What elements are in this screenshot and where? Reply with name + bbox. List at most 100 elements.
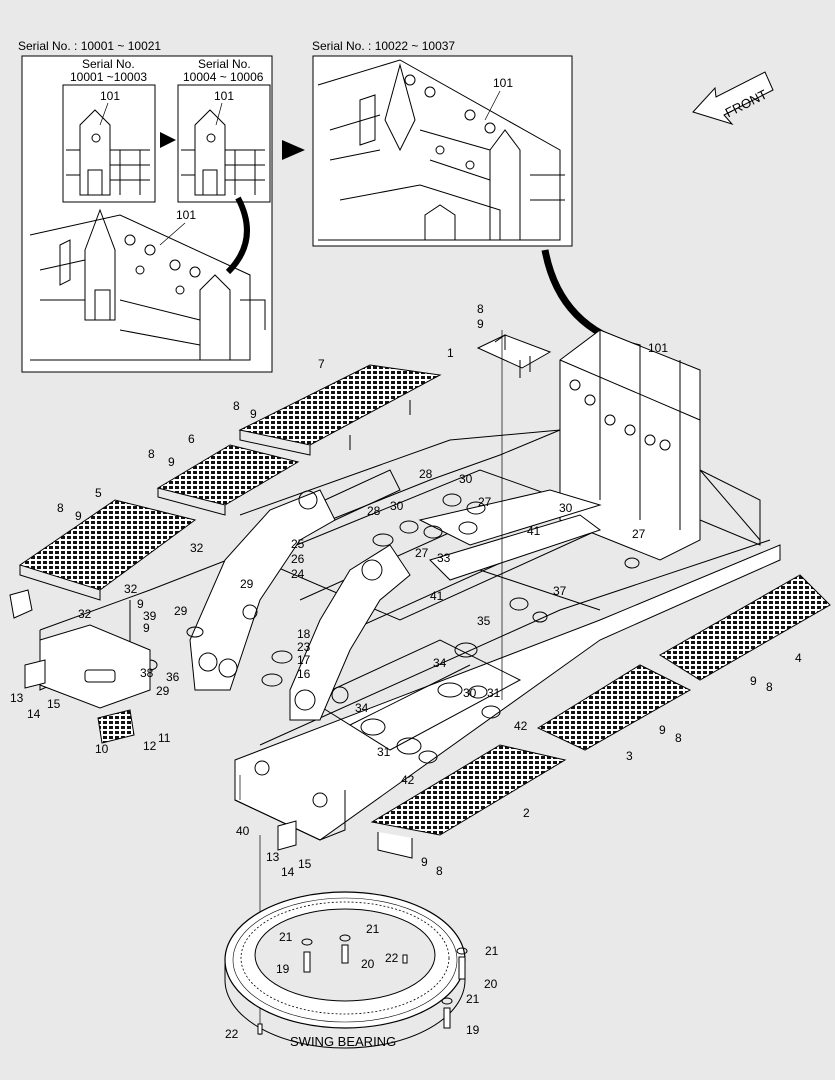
inset-right-part: 101 (493, 76, 513, 90)
callout: 28 (367, 504, 381, 518)
callout: 15 (298, 857, 312, 871)
callout: 23 (297, 640, 311, 654)
callout: 31 (377, 745, 391, 759)
inset-sub-a-line1: Serial No. (82, 57, 135, 71)
callout: 31 (487, 686, 501, 700)
callout: 15 (47, 697, 61, 711)
inset-right-frame (312, 55, 573, 247)
callout: 30 (390, 499, 404, 513)
callout: 42 (401, 773, 415, 787)
callout: 8 (436, 864, 443, 878)
callout: 19 (276, 962, 290, 976)
bearing-bolts (257, 934, 468, 1035)
inset-left-main-drawing (29, 208, 266, 361)
callout: 32 (78, 607, 92, 621)
callout: 3 (626, 749, 633, 763)
callout: 40 (236, 824, 250, 838)
center-beam (142, 489, 640, 764)
callout: 25 (291, 537, 305, 551)
callout: 8 (233, 399, 240, 413)
callout: 38 (140, 666, 154, 680)
callout: 4 (795, 651, 802, 665)
callout: 29 (156, 684, 170, 698)
callout-layer: 8 9 1 101 7 8 9 6 8 9 5 8 9 28 30 30 27 … (10, 302, 802, 1041)
inset-sub-b-drawing (181, 109, 265, 196)
front-arrow-icon (692, 71, 774, 126)
callout: 12 (143, 739, 157, 753)
callout: 27 (415, 546, 429, 560)
callout: 9 (250, 407, 257, 421)
side-cover (24, 624, 297, 851)
callout: 10 (95, 742, 109, 756)
callout: 37 (553, 584, 567, 598)
callout: 21 (366, 922, 380, 936)
panel-3 (536, 664, 692, 751)
inset-left-serial-header: Serial No. : 10001 ~ 10021 (18, 39, 161, 53)
callout: 9 (750, 674, 757, 688)
inset-left-main-part: 101 (176, 208, 196, 222)
callout: 8 (57, 501, 64, 515)
callout: 8 (675, 731, 682, 745)
callout: 20 (361, 957, 375, 971)
panel-6 (156, 444, 300, 516)
callout: 30 (459, 472, 473, 486)
callout: 33 (437, 551, 451, 565)
callout: 14 (27, 707, 41, 721)
inset-sub-b-line2: 10004 ~ 10006 (183, 70, 264, 84)
callout: 8 (477, 302, 484, 316)
inset-right-drawing (317, 59, 565, 241)
callout: 42 (514, 719, 528, 733)
callout: 34 (355, 701, 369, 715)
panel-5 (9, 499, 197, 619)
callout: 30 (559, 501, 573, 515)
panel-2 (370, 744, 567, 859)
callout: 9 (659, 723, 666, 737)
callout: 9 (137, 597, 144, 611)
swing-bearing-label: SWING BEARING (290, 1034, 396, 1049)
callout: 9 (168, 455, 175, 469)
callout: 21 (485, 944, 499, 958)
callout: 8 (766, 680, 773, 694)
callout: 19 (466, 1023, 480, 1037)
callout: 30 (463, 686, 477, 700)
callout: 29 (240, 577, 254, 591)
callout: 13 (266, 850, 280, 864)
inset-right-serial-header: Serial No. : 10022 ~ 10037 (312, 39, 455, 53)
inset-sub-a-line2: 10001 ~10003 (70, 70, 147, 84)
callout: 41 (527, 524, 541, 538)
curved-arrow-icon (541, 249, 641, 352)
callout: 36 (166, 670, 180, 684)
inset-sub-b-line1: Serial No. (198, 57, 251, 71)
callout: 18 (297, 627, 311, 641)
boom-brackets (189, 469, 411, 721)
callout: 2 (523, 806, 530, 820)
callout: 13 (10, 691, 24, 705)
callout: 27 (478, 495, 492, 509)
callout: 35 (477, 614, 491, 628)
callout: 39 (143, 609, 157, 623)
callout: 8 (148, 447, 155, 461)
callout: 5 (95, 486, 102, 500)
callout: 11 (158, 731, 171, 745)
callout: 26 (291, 552, 305, 566)
curved-arrow-icon (225, 196, 250, 275)
callout: 20 (484, 977, 498, 991)
panel-7 (238, 364, 442, 456)
callout: 29 (174, 604, 188, 618)
callout: 9 (477, 317, 484, 331)
callout: 27 (632, 527, 646, 541)
callout: 22 (225, 1027, 239, 1041)
callout: 21 (279, 930, 293, 944)
callout: 32 (190, 541, 204, 555)
callout: 22 (385, 951, 399, 965)
inset-sub-a-drawing (66, 109, 150, 196)
callout: 9 (421, 855, 428, 869)
callout: 9 (143, 621, 150, 635)
callout: 28 (419, 467, 433, 481)
callout: 6 (188, 432, 195, 446)
arrow-right-icon (160, 132, 176, 148)
callout: 101 (648, 341, 668, 355)
callout: 24 (291, 567, 305, 581)
part-1-bracket (476, 334, 552, 378)
